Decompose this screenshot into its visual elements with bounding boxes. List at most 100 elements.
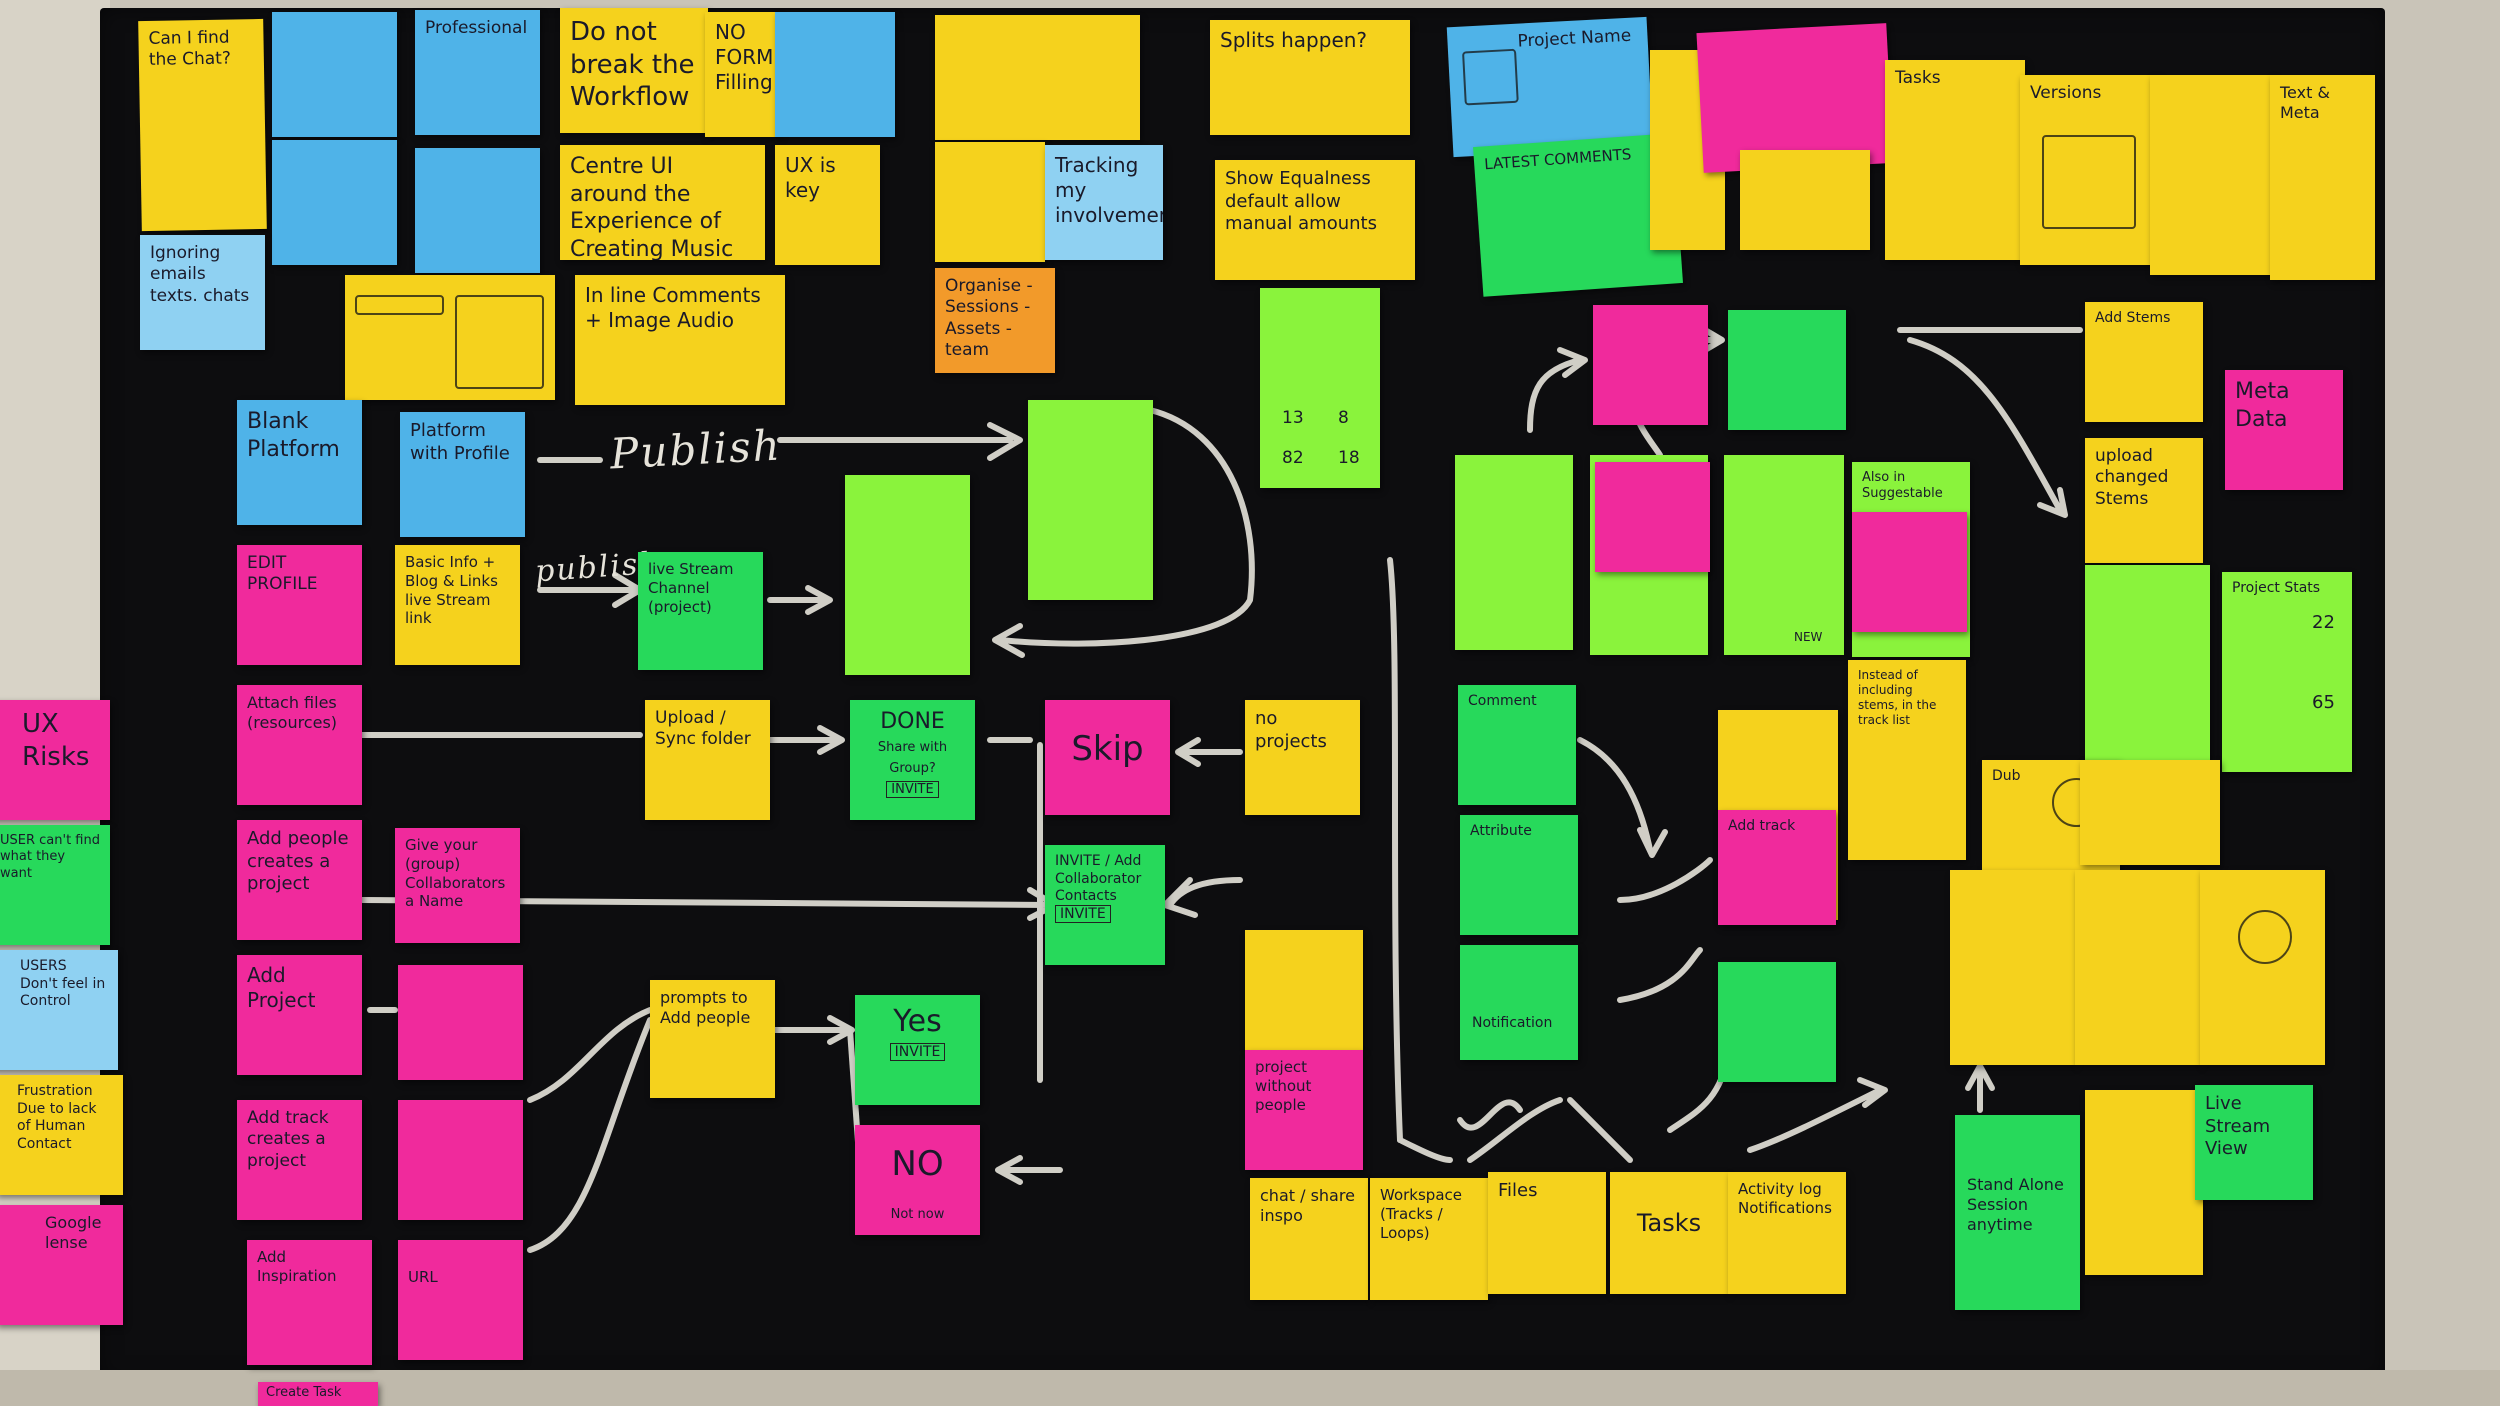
sticky-text: Stand Alone Session anytime bbox=[1967, 1175, 2064, 1234]
sticky-create-form bbox=[398, 965, 523, 1080]
sticky-blank-platform: Blank Platform bbox=[237, 400, 362, 525]
sticky-workspace: Workspace (Tracks / Loops) bbox=[1370, 1178, 1488, 1300]
sticky-text: Centre UI around the Experience of Creat… bbox=[570, 154, 734, 260]
sticky-text-meta: Text & Meta bbox=[2270, 75, 2375, 280]
chalk-arrow bbox=[1397, 1137, 1453, 1163]
sticky-organise: Organise - Sessions - Assets - team bbox=[935, 268, 1055, 373]
sticky-text: no projects bbox=[1255, 708, 1327, 752]
sticky-text: prompts to Add people bbox=[660, 988, 751, 1027]
chalk-arrow bbox=[1617, 857, 1713, 903]
sticky-in-line-comments: In line Comments + Image Audio bbox=[575, 275, 785, 405]
sticky-no-projects: no projects bbox=[1245, 700, 1360, 815]
sticky-add-stems: Add Stems bbox=[2085, 302, 2203, 422]
sticky-schedule bbox=[935, 142, 1045, 262]
sticky-text: live Stream link bbox=[405, 590, 491, 628]
sticky-comment: Comment bbox=[1458, 685, 1576, 805]
sticky-text: Attribute bbox=[1470, 823, 1532, 839]
sticky-text: INVITE bbox=[889, 1042, 946, 1061]
sticky-text: Instead of including stems, in the track… bbox=[1858, 668, 1937, 727]
sticky-profile-stats: 13 8 82 18 bbox=[1260, 288, 1380, 488]
stat-value: 8 bbox=[1338, 408, 1349, 428]
sticky-text: USERS Don't feel in Control bbox=[20, 958, 106, 1009]
sticky-text: Add people creates a project bbox=[247, 828, 349, 894]
sticky-can-i-find-chat: Can I find the Chat? bbox=[138, 18, 267, 232]
sticky-live-stream-channel: live Stream Channel (project) bbox=[638, 552, 763, 670]
sticky-dub-menu bbox=[2080, 760, 2220, 865]
chalk-arrow bbox=[1527, 347, 1588, 433]
chalk-arrow bbox=[1965, 1063, 1995, 1113]
sticky-add-inspiration: Add Inspiration bbox=[247, 1240, 372, 1365]
sticky-track-form bbox=[398, 1100, 523, 1220]
chalk-arrow bbox=[777, 422, 1023, 461]
sticky-stream-mock bbox=[2085, 1090, 2203, 1275]
sticky-meta-data: Meta Data bbox=[2225, 370, 2343, 490]
sticky-skip: Skip bbox=[1045, 700, 1170, 815]
sticky-attach-files: Attach files (resources) bbox=[237, 685, 362, 805]
sticky-text: Upload / Sync folder bbox=[655, 708, 751, 750]
sticky-text: Can I find the Chat? bbox=[148, 27, 232, 71]
sticky-text: Blank Platform bbox=[247, 409, 340, 462]
sticky-text: In line Comments + Image Audio bbox=[585, 283, 761, 332]
sticky-text: INVITE bbox=[1055, 904, 1111, 923]
sticky-files: Files bbox=[1488, 1172, 1606, 1294]
sticky-text: upload changed Stems bbox=[2095, 446, 2169, 509]
sticky-splits-happen: Splits happen? bbox=[1210, 20, 1410, 135]
sticky-text: EDIT PROFILE bbox=[247, 553, 318, 595]
sticky-text: NO FORM Filling bbox=[715, 20, 774, 94]
chalk-arrow bbox=[1577, 737, 1668, 858]
sticky-text: Tasks bbox=[1636, 1209, 1702, 1237]
sticky-text: live Stream Channel (project) bbox=[648, 560, 734, 616]
sticky-pink-mock-2 bbox=[1595, 462, 1710, 572]
sticky-live-stream-view: Live Stream View bbox=[2195, 1085, 2313, 1200]
sticky-text: Organise - Sessions - Assets - team bbox=[945, 276, 1033, 360]
sticky-prompts: prompts to Add people bbox=[650, 980, 775, 1098]
sticky-users-cant-find: USER can't find what they want bbox=[0, 825, 110, 945]
sticky-text: Add Project bbox=[247, 963, 316, 1012]
sticky-tracking: Tracking my involvement bbox=[1045, 145, 1163, 260]
sticky-text: Do not break the Workflow bbox=[570, 17, 695, 112]
sticky-text: Add Stems bbox=[2095, 310, 2171, 326]
sticky-text: Project Stats bbox=[2232, 580, 2321, 596]
chalk-arrow bbox=[527, 1007, 653, 1103]
chalk-arrow bbox=[767, 725, 845, 755]
sticky-text: Google lense bbox=[45, 1213, 102, 1252]
sticky-ignoring-emails: Ignoring emails texts. chats bbox=[140, 235, 265, 350]
chalk-arrow bbox=[995, 1155, 1063, 1185]
chalk-arrow bbox=[1387, 557, 1403, 1143]
sticky-green-mock-2 bbox=[1718, 962, 1836, 1082]
sticky-blue-2 bbox=[272, 140, 397, 265]
sticky-yellow-mock bbox=[1740, 150, 1870, 250]
sticky-versions: Versions bbox=[2020, 75, 2160, 265]
sticky-text: Give your (group) Collaborators a Name bbox=[405, 836, 506, 911]
chalk-arrow bbox=[767, 1015, 855, 1045]
sticky-google-lense: Google lense bbox=[0, 1205, 123, 1325]
sticky-screen-1 bbox=[1950, 870, 2075, 1065]
sticky-centre-ui: Centre UI around the Experience of Creat… bbox=[560, 145, 765, 260]
sticky-text: Ignoring emails texts. chats bbox=[150, 243, 250, 306]
stat-value: 65 bbox=[2312, 692, 2335, 713]
sticky-live-mock bbox=[2085, 565, 2210, 765]
stat-value: 18 bbox=[1338, 448, 1360, 468]
sticky-text: INVITE bbox=[886, 781, 939, 798]
chalk-arrow bbox=[527, 1017, 653, 1253]
sticky-add-track-pink: Add track bbox=[1718, 810, 1836, 925]
sticky-text: Skip bbox=[1071, 729, 1144, 769]
sticky-pink-mock-3 bbox=[1852, 512, 1967, 632]
sticky-text: UX is key bbox=[785, 153, 836, 202]
sticky-green-mock-1 bbox=[1728, 310, 1846, 430]
sticky-project-without: project without people bbox=[1245, 1050, 1363, 1170]
sticky-text: Add track creates a project bbox=[247, 1108, 329, 1171]
sticky-yellow-tracks bbox=[2150, 75, 2275, 275]
wall-bottom bbox=[0, 1370, 2500, 1406]
chalk-arrow bbox=[1747, 1077, 1888, 1153]
sticky-tasks-bottom: Tasks bbox=[1610, 1172, 1728, 1294]
sticky-frustration: Frustration Due to lack of Human Contact bbox=[0, 1075, 123, 1195]
sticky-edit-profile: EDIT PROFILE bbox=[237, 545, 362, 665]
sticky-text: Frustration Due to lack of Human Contact bbox=[17, 1083, 97, 1152]
sticky-sketch-list bbox=[345, 275, 555, 400]
sticky-upload-changed: upload changed Stems bbox=[2085, 438, 2203, 563]
sticky-text: Professional bbox=[425, 18, 528, 38]
